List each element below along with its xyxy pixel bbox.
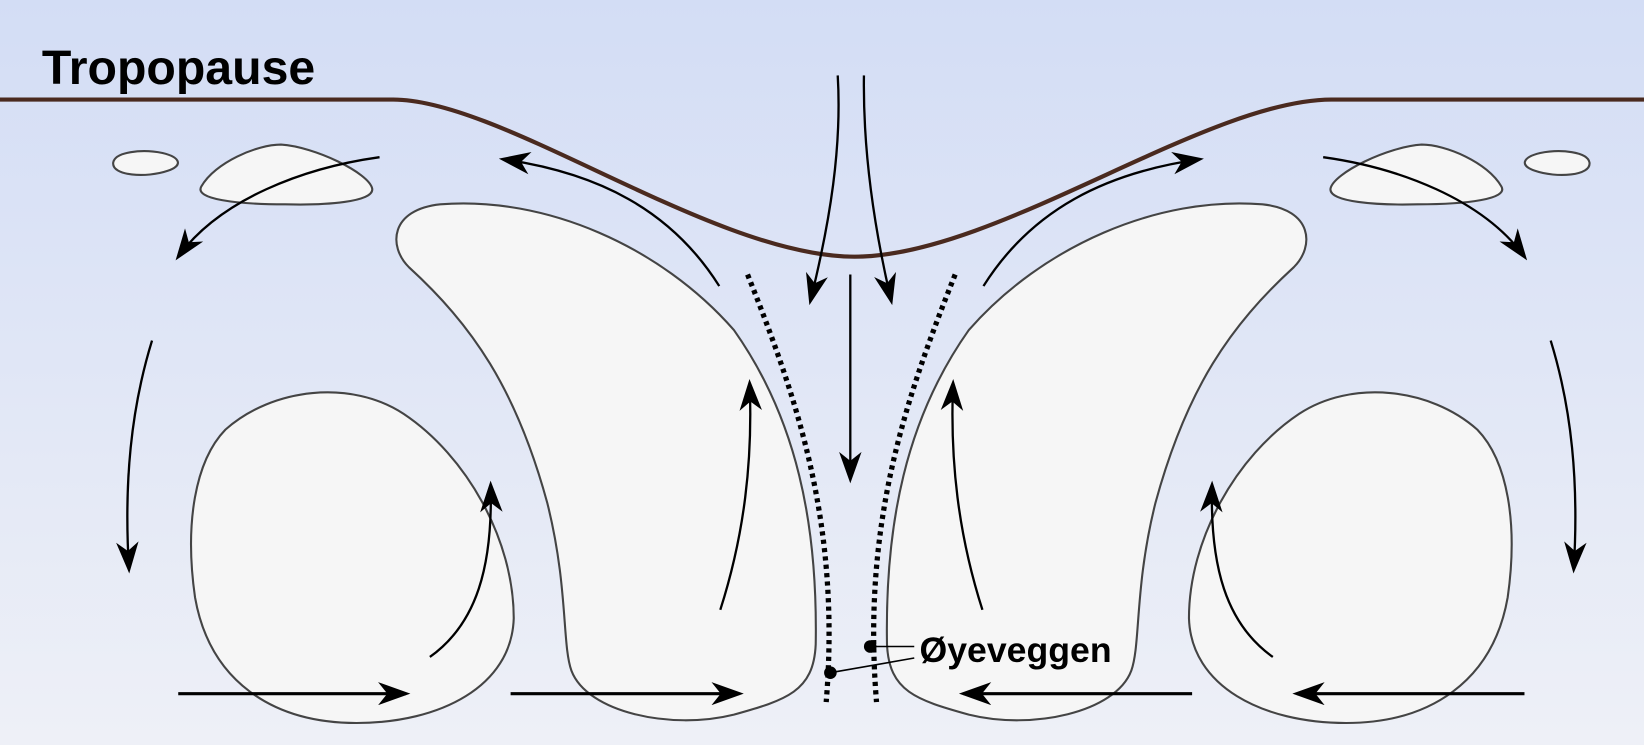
eyewall-callout: Øyeveggen (824, 630, 1112, 679)
outflow-descent-arrow (175, 156, 380, 261)
tropopause-label: Tropopause (42, 41, 315, 95)
eyewall-label: Øyeveggen (920, 630, 1112, 670)
callout-leader-line (830, 657, 915, 674)
eyewall-updraft-arrow (719, 379, 762, 611)
eye-subsidence-arrow-left (806, 75, 840, 306)
eyewall-cloud (395, 202, 817, 722)
small-cloud-far (112, 150, 179, 176)
rainband-cloud (190, 391, 515, 725)
rainband-updraft-arrow (429, 480, 503, 658)
eyewall-boundary-dotted-line (745, 273, 832, 703)
eye-subsidence-arrow-right (862, 75, 897, 306)
outer-subsidence-arrow (116, 340, 154, 574)
left-half (112, 143, 832, 725)
upper-outflow-arrow (498, 152, 721, 287)
tropopause-line (0, 97, 1644, 259)
